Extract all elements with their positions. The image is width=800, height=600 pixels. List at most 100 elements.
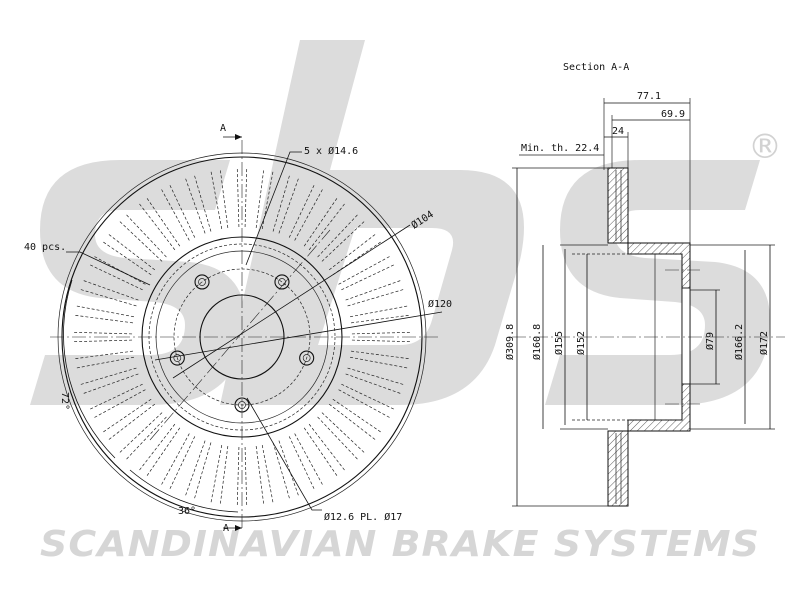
bolt-hole-inner xyxy=(173,354,182,362)
dia-172: Ø172 xyxy=(758,331,770,355)
vane-line xyxy=(101,240,152,276)
dim-hat-height: 69.9 xyxy=(661,109,685,120)
vane-line xyxy=(351,331,412,335)
vane-line xyxy=(347,288,406,307)
dia-160: Ø160.8 xyxy=(531,324,543,360)
vane-line xyxy=(137,423,176,472)
vane-line xyxy=(124,416,167,461)
vane-line xyxy=(107,403,156,442)
dia-outer: Ø309.8 xyxy=(504,324,516,360)
vane-line xyxy=(244,446,248,507)
vane-line xyxy=(92,389,146,419)
arrow-head xyxy=(235,525,242,531)
vane-line xyxy=(350,305,410,318)
vane-line xyxy=(278,176,300,234)
vane-line xyxy=(278,440,300,498)
section-view: Section A-A 77.1 69.9 24 Min. th. 22.4 xyxy=(504,62,785,507)
vane-line xyxy=(74,356,134,369)
cooling-vanes xyxy=(72,167,412,507)
leader-hub-holes xyxy=(246,397,322,511)
vane-line xyxy=(73,350,133,360)
vane-line xyxy=(345,373,403,395)
vane-line xyxy=(272,442,291,501)
vane-line xyxy=(78,367,137,386)
vane-line xyxy=(317,213,360,258)
vane-line xyxy=(321,412,366,455)
vane-line xyxy=(345,279,403,301)
watermark-company-name: SCANDINAVIAN BRAKE SYSTEMS xyxy=(40,524,760,565)
vane-line xyxy=(137,202,176,251)
dim-thickness: 24 xyxy=(612,126,624,137)
vane-line xyxy=(351,350,411,360)
label-hub-holes: Ø12.6 PL. Ø17 xyxy=(324,511,402,523)
vane-line xyxy=(124,213,167,258)
vane-line xyxy=(219,168,229,228)
vane-line xyxy=(236,167,240,228)
vane-line xyxy=(328,403,377,442)
vane-line xyxy=(107,232,156,271)
section-title: Section A-A xyxy=(563,62,629,73)
vane-line xyxy=(210,169,223,229)
vane-line xyxy=(236,446,240,507)
vane-line xyxy=(193,442,212,501)
leader-center-bore xyxy=(154,311,443,361)
bolt-hole xyxy=(274,274,290,290)
vane-line xyxy=(341,383,396,411)
dia-152: Ø152 xyxy=(575,331,587,355)
bolt-hole-inner xyxy=(302,354,311,362)
angle-arc-72 xyxy=(63,279,116,459)
label-angle-72: 72° xyxy=(59,392,70,410)
vane-line xyxy=(341,263,396,291)
vane-line xyxy=(347,367,406,386)
friction-ring-lower xyxy=(607,430,629,507)
vane-line xyxy=(308,202,347,251)
label-bolt-holes: 5 x Ø14.6 xyxy=(304,145,358,157)
vane-line xyxy=(118,219,163,262)
vane-line xyxy=(78,288,137,307)
label-angle-36: 36° xyxy=(178,506,196,517)
registered-mark-icon: ® xyxy=(748,127,782,167)
vane-line xyxy=(351,339,412,343)
bolt-hole xyxy=(299,350,315,366)
bolt-hole-inner xyxy=(198,278,206,286)
section-marker-bottom: A xyxy=(223,523,229,534)
vane-line xyxy=(351,314,411,324)
vane-line xyxy=(92,255,146,285)
vane-line xyxy=(145,196,181,247)
section-marker-top: A xyxy=(220,123,226,134)
vane-line xyxy=(74,305,134,318)
vane-line xyxy=(288,436,316,491)
vane-line xyxy=(303,196,339,247)
leader-vanes xyxy=(66,251,151,286)
vane-line xyxy=(255,168,265,228)
vane-line xyxy=(244,167,248,228)
vane-line xyxy=(219,446,229,506)
vane-line xyxy=(193,173,212,232)
vane-line xyxy=(255,446,265,506)
label-vanes-count: 40 pcs. xyxy=(24,242,66,253)
vane-line xyxy=(184,176,206,234)
vane-line xyxy=(294,433,324,487)
dia-79: Ø79 xyxy=(704,332,716,350)
friction-ring-upper xyxy=(607,167,629,244)
vane-line xyxy=(317,416,360,461)
bolt-bore xyxy=(681,287,691,385)
vane-line xyxy=(81,279,139,301)
vane-line xyxy=(288,183,316,238)
vane-line xyxy=(73,314,133,324)
arrow-head xyxy=(235,134,242,140)
leader-bolt-holes xyxy=(245,151,302,266)
bolt-hole xyxy=(194,274,210,290)
dia-166: Ø166.2 xyxy=(733,324,745,360)
vane-line xyxy=(72,331,133,335)
vane-line xyxy=(118,412,163,455)
vane-line xyxy=(184,440,206,498)
vane-line xyxy=(210,445,223,505)
vane-line xyxy=(72,339,133,343)
vane-line xyxy=(261,445,274,505)
leader-pcd xyxy=(172,224,411,379)
vane-line xyxy=(160,433,190,487)
angle-arc-36 xyxy=(129,469,239,513)
label-center-bore: Ø120 xyxy=(428,298,452,310)
